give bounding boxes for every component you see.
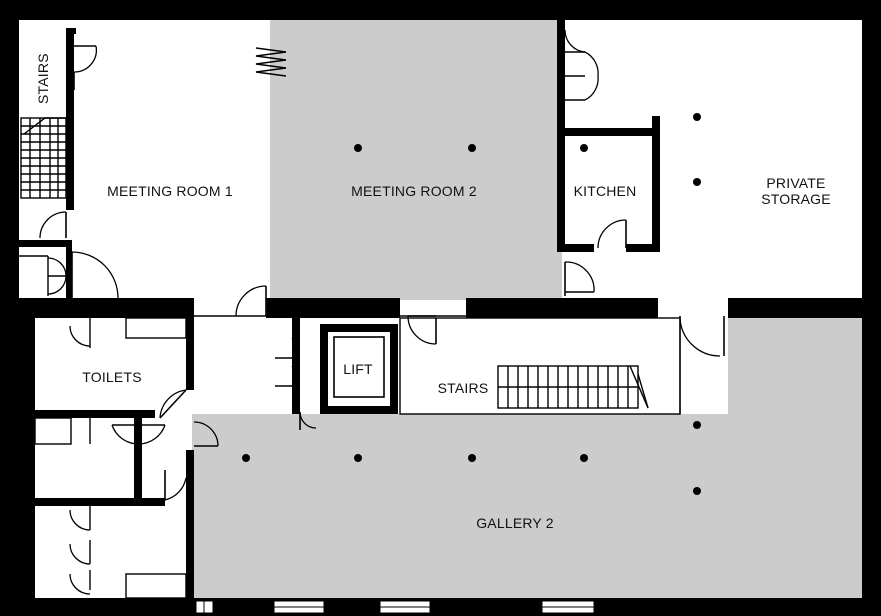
wall-toilets-divider-lower xyxy=(35,498,165,506)
wall-toilets-divider xyxy=(35,410,155,418)
label-stairs-center: STAIRS xyxy=(438,380,489,396)
column xyxy=(580,144,588,152)
door-stairs-center[interactable] xyxy=(407,315,437,345)
gallery-2-area[interactable] xyxy=(192,414,862,598)
label-kitchen: KITCHEN xyxy=(574,183,637,199)
label-private-storage-line2: STORAGE xyxy=(761,191,831,207)
door-meeting-room-1[interactable] xyxy=(71,251,119,299)
column xyxy=(354,144,362,152)
wall-lift-bottom xyxy=(320,406,398,414)
label-meeting-room-1: MEETING ROOM 1 xyxy=(107,183,233,199)
stairs-left-treads xyxy=(20,117,67,199)
wall-mid-center xyxy=(266,298,400,318)
label-stairs-left: STAIRS xyxy=(35,53,51,104)
wall-stairs-left xyxy=(66,30,74,210)
double-doors-top-right[interactable] xyxy=(564,29,599,101)
wall-lift-inner-left xyxy=(320,324,328,414)
label-lift: LIFT xyxy=(343,361,373,377)
wall-toilets-cubicle xyxy=(134,418,142,500)
wall-kitchen-bottom-left xyxy=(557,244,594,252)
column xyxy=(693,487,701,495)
cupboard-doors-left[interactable] xyxy=(19,255,67,296)
wall-mid-left xyxy=(0,298,194,318)
label-private-storage-line1: PRIVATE xyxy=(766,175,825,191)
wall-mr2-right-upper xyxy=(557,20,565,112)
door-stairs-top[interactable] xyxy=(73,45,98,90)
column xyxy=(468,144,476,152)
columns xyxy=(242,113,701,495)
door-storage-left[interactable] xyxy=(564,261,595,296)
wall-kitchen-bottom-right xyxy=(626,244,660,252)
wall-mid-right xyxy=(466,298,658,318)
wall-kitchen-top xyxy=(557,128,657,136)
wall-toilets-right-upper xyxy=(186,318,194,390)
door-kitchen[interactable] xyxy=(597,219,627,249)
toilet-fixtures xyxy=(34,317,187,599)
wall-stairs-bottom xyxy=(19,240,71,247)
column xyxy=(468,454,476,462)
wall-mid-far-right xyxy=(728,298,881,318)
label-meeting-room-2: MEETING ROOM 2 xyxy=(351,183,477,199)
column xyxy=(693,421,701,429)
stairs-center-treads xyxy=(497,365,649,409)
column xyxy=(580,454,588,462)
bottom-windows xyxy=(195,600,595,614)
gallery-2-upper-area[interactable] xyxy=(728,318,862,418)
wall-bottom xyxy=(0,598,881,616)
wall-kitchen-right xyxy=(652,116,660,252)
vent-marks xyxy=(255,47,287,77)
lift-cupboard-doors[interactable] xyxy=(275,335,317,430)
lift-car[interactable] xyxy=(333,336,385,398)
wall-toilets-left xyxy=(19,318,35,598)
door-stairs-bottom[interactable] xyxy=(39,211,67,239)
wall-kitchen-left xyxy=(557,112,565,250)
meeting-room-2-area[interactable] xyxy=(270,20,562,300)
wall-lift-left xyxy=(292,318,300,414)
column xyxy=(693,178,701,186)
label-gallery-2: GALLERY 2 xyxy=(476,515,554,531)
label-toilets: TOILETS xyxy=(82,369,142,385)
door-corridor[interactable] xyxy=(235,285,267,317)
wall-lift-top xyxy=(320,324,396,332)
column xyxy=(693,113,701,121)
column xyxy=(242,454,250,462)
wall-toilets-right-lower xyxy=(186,450,194,598)
wall-top xyxy=(0,0,881,20)
wall-lift-right xyxy=(390,324,398,414)
door-toilets[interactable] xyxy=(111,389,219,501)
column xyxy=(354,454,362,462)
